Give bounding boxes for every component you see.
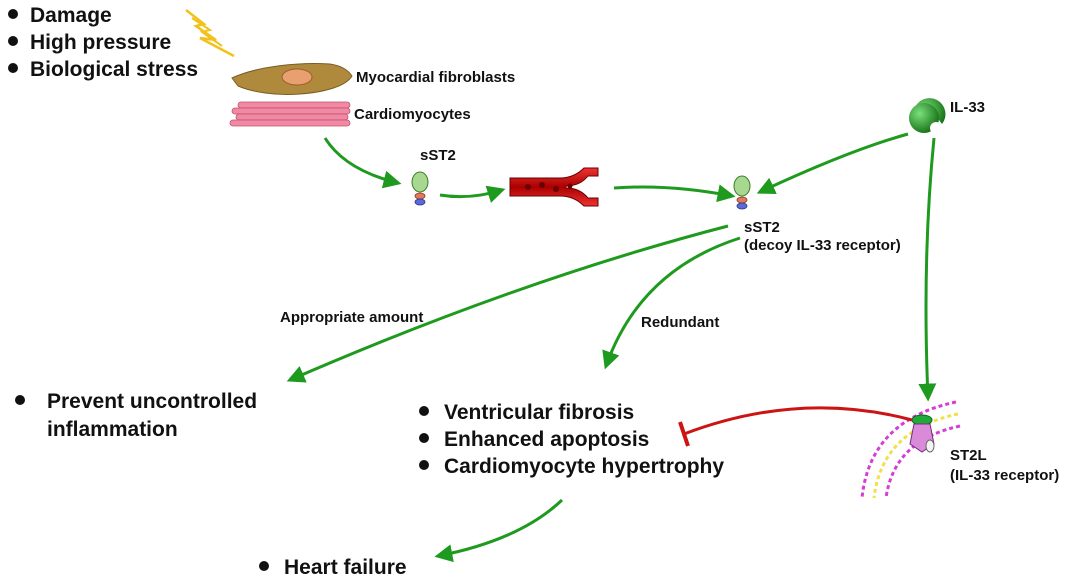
- outcome-ventricular-fibrosis: Ventricular fibrosis: [444, 401, 634, 424]
- arrow-il33-to-st2l: [918, 137, 937, 402]
- redundant-label: Redundant: [641, 314, 719, 331]
- arrow-to-heart-failure: [434, 498, 564, 563]
- arrow-il33-to-decoy: [756, 132, 909, 195]
- blood-vessel-icon: [509, 167, 599, 207]
- stressor-high-pressure: High pressure: [30, 31, 171, 54]
- bullet-icon: [259, 561, 269, 571]
- outcome-enhanced-apoptosis: Enhanced apoptosis: [444, 428, 649, 451]
- bullet-icon: [8, 36, 18, 46]
- appropriate-amount-label: Appropriate amount: [280, 309, 423, 326]
- st2l-label: ST2L: [950, 447, 987, 464]
- prevent-inflammation-line2: inflammation: [47, 418, 178, 441]
- sst2-label: sST2: [420, 147, 456, 164]
- decoy-sst2-label: sST2: [744, 219, 780, 236]
- fibroblast-icon: [231, 63, 353, 95]
- il33-label: IL-33: [950, 99, 985, 116]
- bullet-icon: [8, 9, 18, 19]
- arrow-redundant: [602, 236, 741, 370]
- stressor-damage: Damage: [30, 4, 112, 27]
- decoy-sst2-molecule-icon: [733, 175, 751, 210]
- bullet-icon: [419, 433, 429, 443]
- cardiomyocytes-label: Cardiomyocytes: [354, 106, 471, 123]
- arrow-appropriate: [286, 224, 729, 383]
- cell-membrane-icon: [860, 400, 961, 499]
- decoy-sst2-sublabel: (decoy IL-33 receptor): [744, 237, 901, 254]
- bullet-icon: [8, 63, 18, 73]
- st2l-receptor-icon: [909, 414, 935, 453]
- cardiomyocytes-icon: [229, 101, 351, 127]
- prevent-inflammation-line1: Prevent uncontrolled: [47, 390, 257, 413]
- fibroblasts-label: Myocardial fibroblasts: [356, 69, 515, 86]
- bullet-icon: [15, 395, 25, 405]
- arrow-sst2-to-vessel: [439, 185, 506, 203]
- outcome-cardiomyocyte-hypertrophy: Cardiomyocyte hypertrophy: [444, 455, 724, 478]
- sst2-molecule-icon: [411, 171, 429, 206]
- stressor-list: Damage High pressure Biological stress: [8, 4, 198, 81]
- bullet-icon: [419, 460, 429, 470]
- arrow-cells-to-sst2: [323, 137, 402, 189]
- bullet-icon: [419, 406, 429, 416]
- arrow-vessel-to-decoy: [613, 184, 736, 203]
- inhibition-line: [683, 406, 913, 436]
- lightning-icon: [185, 9, 235, 58]
- inhibition-bar: [678, 421, 690, 447]
- st2l-sublabel: (IL-33 receptor): [950, 467, 1059, 484]
- harm-outcomes-list: Ventricular fibrosis Enhanced apoptosis …: [419, 401, 724, 478]
- heart-failure-label: Heart failure: [284, 556, 407, 579]
- stressor-biological-stress: Biological stress: [30, 58, 198, 81]
- il33-ligand-icon: [909, 98, 946, 134]
